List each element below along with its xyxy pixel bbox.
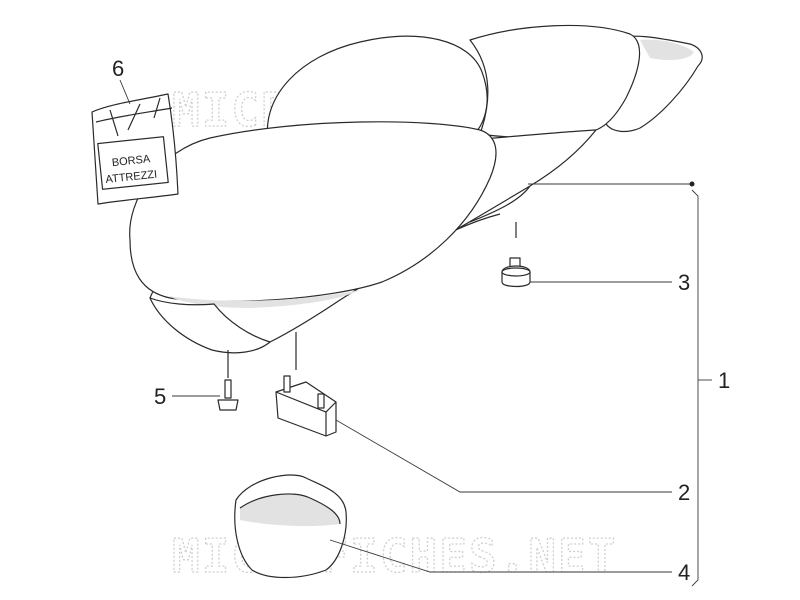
screw	[217, 379, 239, 411]
tool-bag: BORSA ATTREZZI	[91, 93, 179, 205]
callout-6: 6	[112, 56, 124, 81]
compartment-liner	[234, 474, 347, 579]
tool-bag-label-2: ATTREZZI	[105, 169, 158, 186]
callout-2: 2	[678, 480, 690, 505]
tool-bag-label-1: BORSA	[111, 153, 151, 169]
leader-lines	[119, 79, 712, 587]
seat-hinge	[275, 375, 337, 437]
callout-3: 3	[678, 270, 690, 295]
callout-5: 5	[154, 384, 166, 409]
seat	[129, 24, 703, 378]
callout-4: 4	[678, 560, 690, 585]
rubber-bumper	[501, 257, 531, 288]
callout-1: 1	[718, 368, 730, 393]
